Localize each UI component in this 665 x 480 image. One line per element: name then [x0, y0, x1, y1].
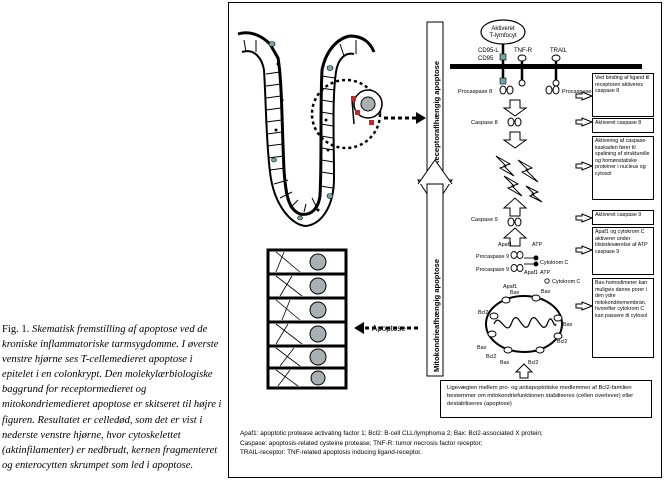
t-cell-label-1: Aktiveret: [491, 26, 515, 32]
trail-label: TRAIL: [550, 48, 568, 54]
note-caspase-cascade: Aktivering af caspase-kaskaden fører til…: [592, 136, 654, 200]
apoptotic-cells: [266, 248, 348, 390]
caspase8-label: Caspase 8: [471, 120, 498, 126]
bcl2-label-2: Bcl2: [557, 339, 568, 345]
apoptosome: [510, 251, 539, 272]
atp-top: ATP: [532, 242, 542, 248]
cleavage-bolts: [495, 155, 543, 203]
note-activated-caspase8: Aktiveret caspase 8: [592, 118, 654, 133]
magnified-cell: [310, 78, 383, 150]
arrow-down-1: [502, 99, 528, 117]
bax-label-5: Bax: [500, 360, 510, 366]
mitochondrion: [485, 294, 563, 354]
apaf1-mid: Apaf1: [524, 270, 538, 276]
arrow-up-2: [502, 227, 528, 247]
mito-pathway-bar: Mitokondrieafhængig apoptose: [417, 159, 453, 377]
procaspase8-left: Procaspase 8: [458, 89, 492, 95]
arrow-up-1: [502, 197, 528, 217]
cytokrom-c-mid: Cytokrom C: [540, 260, 569, 266]
figure-caption: Fig. 1. Skematisk fremstilling af apopto…: [2, 322, 224, 473]
caspase9-shape: [507, 217, 522, 227]
colon-crypt: [237, 31, 376, 228]
cd95l-label: CD95-L: [478, 48, 499, 54]
arrow-down-2: [502, 131, 528, 149]
procaspase8-shapes: [499, 85, 560, 95]
caspase9-label: Caspase 9: [471, 217, 498, 223]
procaspase9-a: Procaspase 9: [476, 254, 509, 260]
t-lymphocyte: Aktiveret T-lymfocyt: [480, 19, 526, 45]
note-apaf1-cytokrom: Apaf1 og cytokrom C aktiverer under tils…: [592, 227, 654, 275]
apaf1-low: Apaf1: [503, 284, 517, 290]
arrow-up-3: [514, 363, 534, 379]
legend-line-3: TRAIL-receptor: TNF-related apoptosis in…: [240, 449, 422, 456]
apaf1-top: Apaf1: [498, 242, 512, 248]
receptors: [499, 44, 561, 87]
bax-label-2: Bax: [541, 289, 551, 295]
bcl2-label-3: Bcl2: [486, 354, 497, 360]
note-receptor-binding: Ved binding af ligand til receptoren akt…: [592, 73, 654, 117]
note-bax-homodimers: Bax-homodimerer kan muligvis danne porer…: [592, 278, 654, 358]
bax-label-4: Bax: [477, 345, 487, 351]
bax-label-1: Bax: [510, 290, 520, 296]
receptor-pathway-label: Receptoraflhængig apoptose: [432, 61, 441, 166]
legend-line-1: Apaf1: apoptotic protease activating fac…: [240, 430, 543, 437]
bcl2-label-4: Bcl2: [528, 360, 539, 366]
caption-text: Skematisk fremstilling af apoptose ved d…: [2, 324, 222, 471]
t-cell-label-2: T-lymfocyt: [489, 33, 517, 39]
apoptose-label: Apoptose: [372, 324, 406, 333]
atp-mid: ATP: [540, 270, 550, 276]
abbreviation-legend: Apaf1: apoptotic protease activating fac…: [240, 429, 655, 458]
tnfr-label: TNF-R: [514, 48, 533, 54]
note-pointers: [575, 91, 594, 311]
note-activated-caspase9: Aktiveret caspase 9: [592, 210, 654, 225]
bcl2-label-1: Bcl2: [478, 310, 489, 316]
procaspase9-b: Procaspase 9: [476, 267, 509, 273]
bcl2-balance-box: Ligevægten mellem pro- og antiapoptotisk…: [440, 380, 652, 418]
figure-frame: [228, 2, 662, 478]
caspase8-shape: [507, 117, 522, 127]
cytokrom-c-low: Cytokrom C: [552, 279, 581, 285]
legend-line-2: Caspase: apoptosis-related cysteine prot…: [240, 439, 483, 447]
cd95-label: CD95: [478, 56, 494, 62]
cell-membrane: [450, 64, 642, 69]
caption-lead: Fig. 1.: [2, 324, 30, 335]
procaspase8-right: Procaspase 8: [562, 89, 596, 95]
mito-pathway-label: Mitokondrieafhængig apoptose: [432, 259, 441, 372]
bax-label-3: Bax: [563, 322, 573, 328]
